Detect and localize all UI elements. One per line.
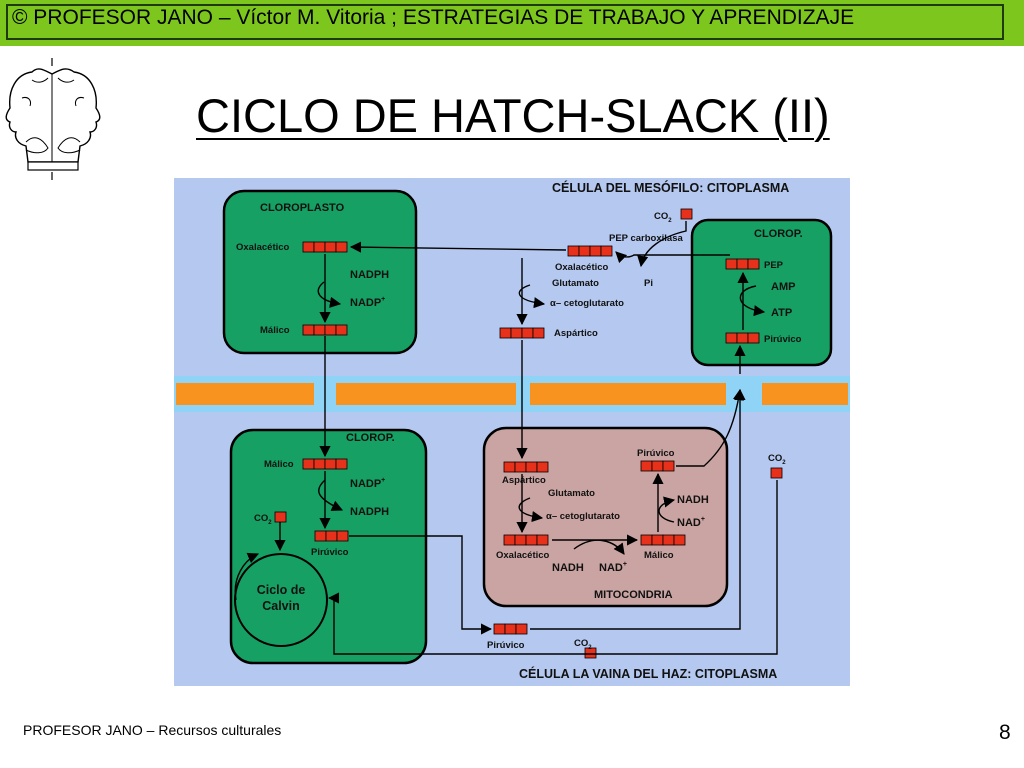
co2-label-vaina: CO2 (254, 513, 272, 526)
hatch-slack-diagram: CÉLULA DEL MESÓFILO: CITOPLASMA CÉLULA L… (174, 178, 850, 686)
nad-mito-label-2: NAD+ (677, 516, 705, 529)
nadp-text: NADP (350, 297, 381, 309)
nad-mito-text-1: NAD (599, 562, 623, 574)
footer-text: PROFESOR JANO – Recursos culturales (23, 722, 282, 738)
nadp-vaina-label: NADP+ (350, 477, 385, 490)
header-frame (6, 4, 1004, 40)
molecule-oxalacetico-mitocondria (503, 534, 549, 546)
co2-sub: 2 (668, 218, 672, 224)
pi-label: Pi (644, 278, 653, 289)
nadh-mito-label-1: NADH (552, 562, 584, 574)
clorop-right-title: CLOROP. (754, 228, 803, 240)
calvin-label-line2: Calvin (262, 599, 300, 613)
cloroplasto-title: CLOROPLASTO (260, 202, 345, 214)
glutamato-mito-label: Glutamato (548, 488, 595, 499)
nad-mito-text-2: NAD (677, 517, 701, 529)
mitocondria (482, 426, 729, 608)
co2-text: CO (654, 211, 668, 222)
bundle-sheath-label: CÉLULA LA VAINA DEL HAZ: CITOPLASMA (519, 666, 777, 681)
molecule-oxalacetico-citoplasma (567, 245, 613, 257)
header-bar: © PROFESOR JANO – Víctor M. Vitoria ; ES… (0, 0, 1024, 46)
cell-membrane (174, 376, 850, 412)
molecule-malico-vaina (302, 458, 348, 470)
mitocondria-title: MITOCONDRIA (594, 589, 673, 601)
amp-label: AMP (771, 281, 795, 293)
nadp-vaina-text: NADP (350, 478, 381, 490)
aspartico-label: Aspártico (554, 328, 598, 339)
molecule-oxalacetico-cloroplasto (302, 241, 348, 253)
cetoglutarato-mito-label: α– cetoglutarato (546, 511, 620, 522)
nadp-plus: + (381, 296, 385, 303)
molecule-co2-vaina (770, 467, 783, 479)
cloroplasto-derecho (690, 218, 833, 367)
molecule-piruvico-mitocondria (640, 460, 675, 472)
slide-title: CICLO DE HATCH-SLACK (II) (196, 89, 830, 142)
atp-label: ATP (771, 307, 792, 319)
piruvico-vaina-label: Pirúvico (311, 547, 349, 558)
janus-logo (5, 58, 101, 180)
co2-right-text: CO (768, 453, 782, 464)
co2-vaina-sub: 2 (268, 520, 272, 526)
molecule-co2-mesofilo (680, 208, 693, 220)
oxalacetico-mito-label: Oxalacético (496, 550, 550, 561)
pep-label: PEP (764, 260, 784, 271)
co2-label-right: CO2 (768, 453, 786, 466)
malico-vaina-label: Málico (264, 459, 294, 470)
page-number: 8 (999, 721, 1011, 744)
co2-label-mesofilo: CO2 (654, 211, 672, 224)
oxalacetico-label: Oxalacético (236, 242, 290, 253)
nad-mito-plus-2: + (701, 516, 705, 523)
co2-bottom-sub: 2 (588, 645, 592, 651)
nadp-label: NADP+ (350, 296, 385, 309)
header-text: © PROFESOR JANO – Víctor M. Vitoria ; ES… (12, 6, 855, 29)
molecule-co2-bottom (584, 647, 597, 659)
glutamato-label: Glutamato (552, 278, 599, 289)
nad-mito-label-1: NAD+ (599, 561, 627, 574)
pathway-arrows (234, 221, 778, 655)
cloroplasto-mesofilo (222, 189, 418, 355)
malico-label: Málico (260, 325, 290, 336)
mesophyll-label: CÉLULA DEL MESÓFILO: CITOPLASMA (552, 180, 789, 195)
pep-carboxilasa-label: PEP carboxilasa (609, 233, 683, 244)
molecule-piruvico-vaina (493, 623, 528, 635)
oxalacetico-citoplasma-label: Oxalacético (555, 262, 609, 273)
nadh-mito-label-2: NADH (677, 494, 709, 506)
cetoglutarato-label: α– cetoglutarato (550, 298, 624, 309)
calvin-cycle-circle (234, 553, 328, 647)
clorop-bottom-title: CLOROP. (346, 432, 395, 444)
molecule-malico-cloroplasto (302, 324, 348, 336)
molecule-pep (725, 258, 760, 270)
piruvico-bottom-label: Pirúvico (487, 640, 525, 651)
molecule-piruvico-cloroplasto-vaina (314, 530, 349, 542)
cloroplasto-vaina (229, 428, 428, 665)
molecule-malico-mitocondria (640, 534, 686, 546)
nadp-vaina-plus: + (381, 477, 385, 484)
nadph-vaina-label: NADPH (350, 506, 389, 518)
piruvico-label-right: Pirúvico (764, 334, 802, 345)
molecule-co2-cloroplasto-vaina (274, 511, 287, 523)
molecule-piruvico-cloroplasto-derecho (725, 332, 760, 344)
co2-right-sub: 2 (782, 460, 786, 466)
co2-label-bottom: CO2 (574, 638, 592, 651)
malico-mito-label: Málico (644, 550, 674, 561)
piruvico-mito-label: Pirúvico (637, 448, 675, 459)
co2-bottom-text: CO (574, 638, 588, 649)
aspartico-mito-label: Aspártico (502, 475, 546, 486)
co2-vaina-text: CO (254, 513, 268, 524)
calvin-label-line1: Ciclo de (257, 583, 306, 597)
molecule-aspartico-citoplasma (499, 327, 545, 339)
molecule-aspartico-mitocondria (503, 461, 549, 473)
nad-mito-plus-1: + (623, 561, 627, 568)
nadph-label: NADPH (350, 269, 389, 281)
